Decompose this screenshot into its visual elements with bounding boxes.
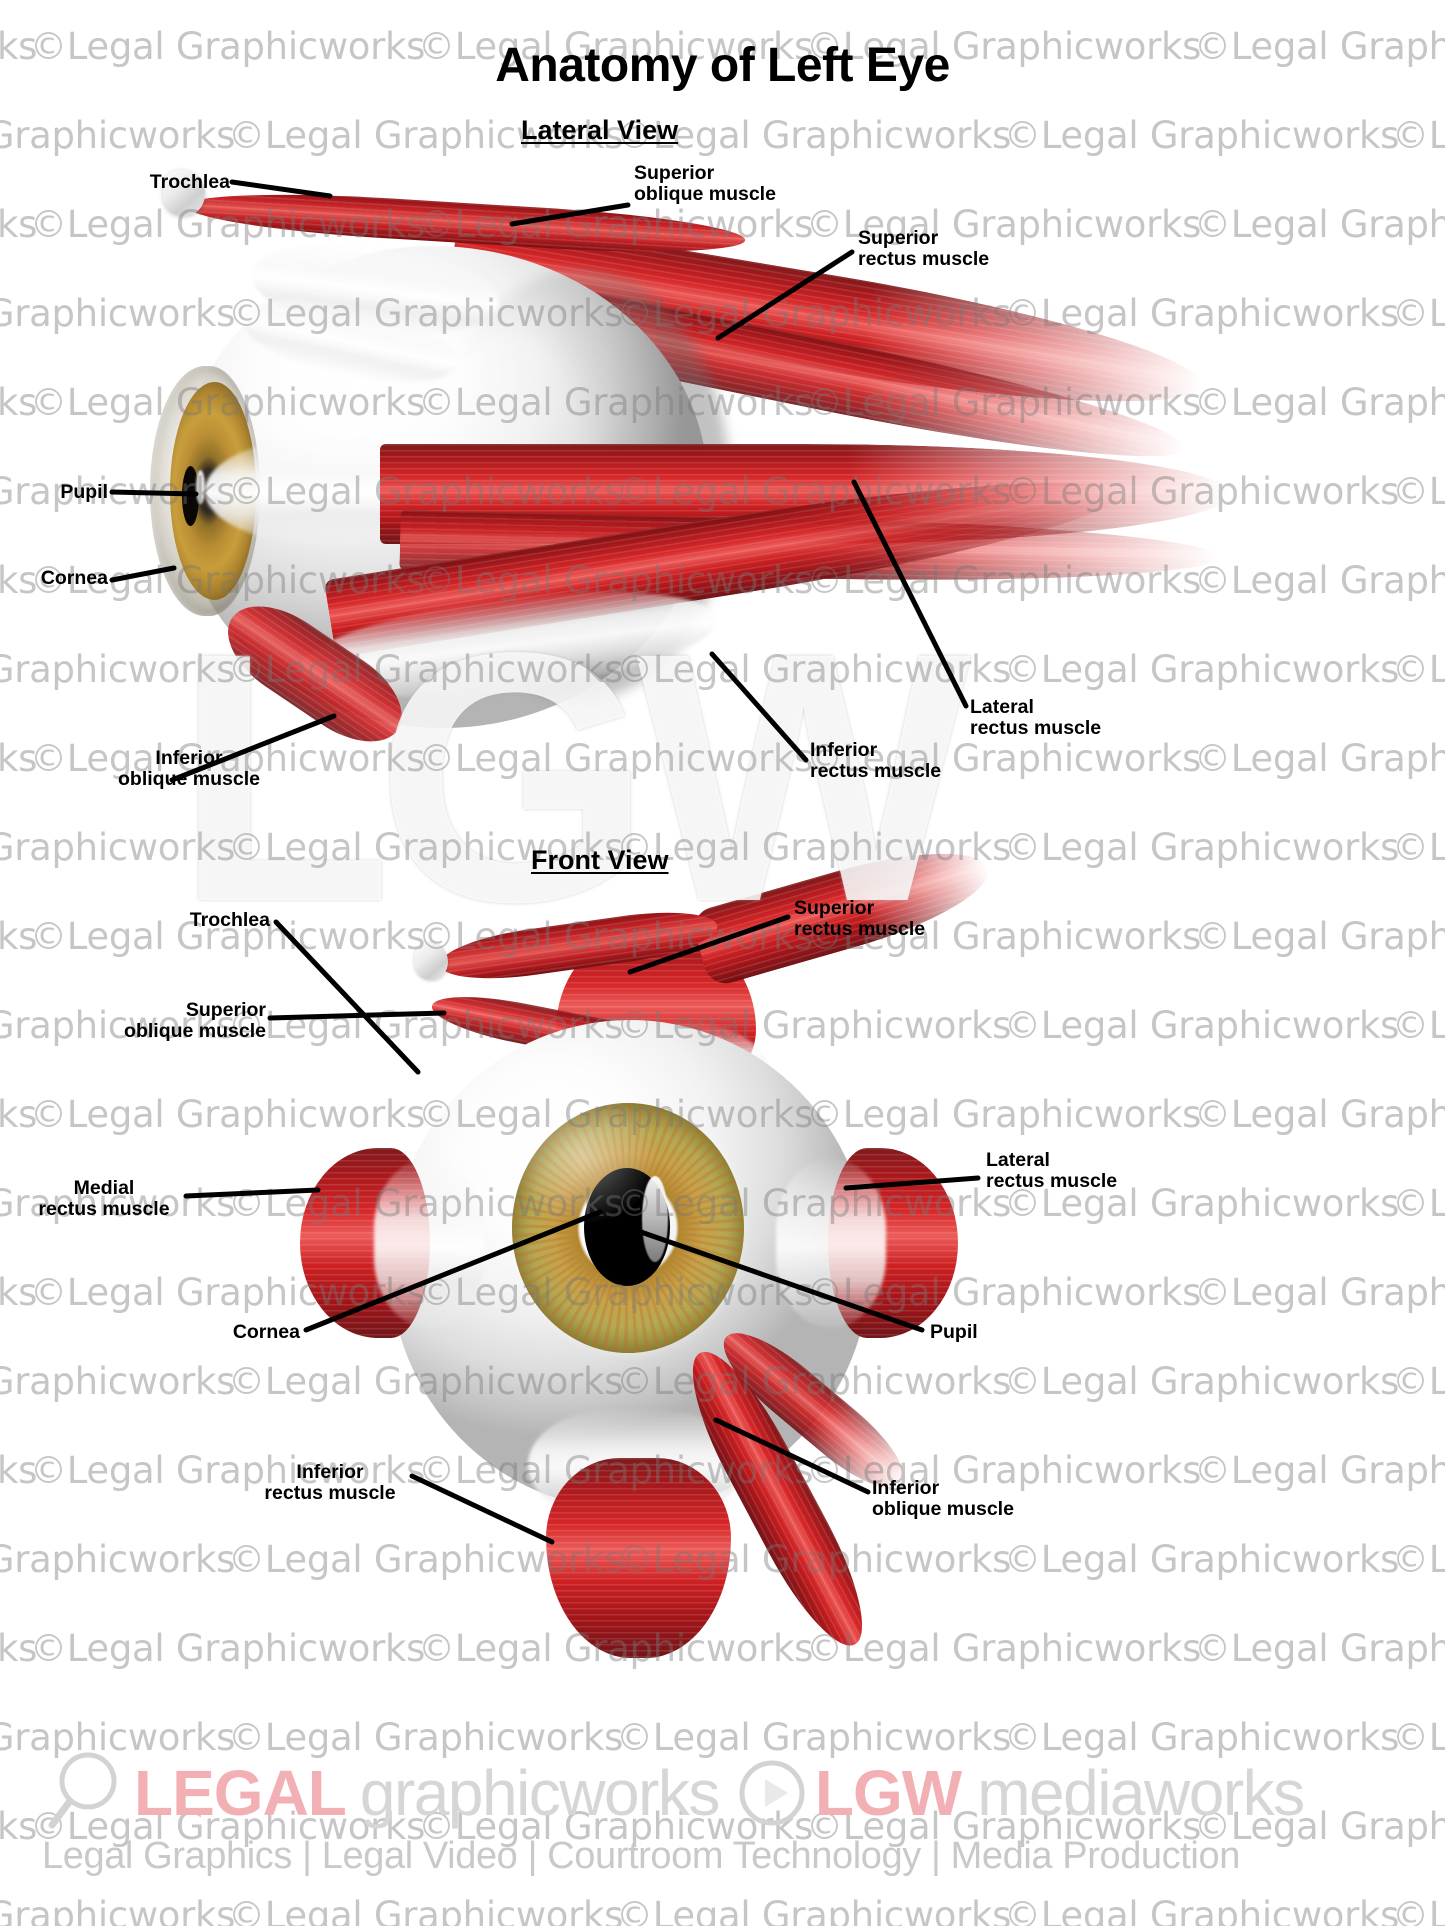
label-line: Inferior: [872, 1477, 940, 1499]
label-inferior-oblique-front: Inferior oblique muscle: [872, 1477, 1014, 1521]
label-line: oblique muscle: [872, 1498, 1014, 1521]
label-line: oblique muscle: [634, 183, 776, 206]
label-line: Superior: [858, 227, 939, 249]
label-lateral-rectus-front: Lateral rectus muscle: [986, 1149, 1118, 1193]
label-line: rectus muscle: [986, 1170, 1118, 1193]
label-line: Superior: [634, 162, 715, 184]
watermark-tile: ©Legal Graphicworks: [0, 1894, 236, 1926]
label-pupil-front: Pupil: [930, 1321, 978, 1343]
label-line: rectus muscle: [264, 1482, 396, 1505]
lateral-view-title: Lateral View: [521, 115, 679, 145]
label-line: Inferior: [155, 747, 223, 769]
corneal-highlight-front: [642, 1176, 668, 1262]
watermark-tile: ©Legal Graphicworks: [616, 1894, 1012, 1926]
watermark-tile: ©Legal Graphicworks: [1004, 1894, 1400, 1926]
label-cornea-front: Cornea: [130, 1321, 300, 1343]
label-line: Trochlea: [149, 171, 230, 193]
label-line: Pupil: [60, 481, 108, 503]
trochlea-front: [414, 942, 448, 980]
watermark-tile: ©Legal Graphicworks: [228, 1894, 624, 1926]
label-cornea-lateral: Cornea: [0, 567, 108, 589]
label-pupil-lateral: Pupil: [0, 481, 108, 503]
label-line: rectus muscle: [794, 918, 926, 941]
label-superior-rectus-lateral: Superior rectus muscle: [858, 227, 990, 271]
watermark-tile: ©Legal Graphicworks: [1004, 826, 1400, 869]
label-line: Trochlea: [189, 909, 270, 931]
front-view-title: Front View: [531, 845, 669, 875]
label-trochlea-lateral: Trochlea: [40, 171, 230, 193]
label-trochlea-front: Trochlea: [80, 909, 270, 931]
medial-rectus-tendon-front: [374, 1158, 484, 1328]
label-line: Inferior: [810, 739, 878, 761]
label-line: Inferior: [296, 1461, 364, 1483]
label-line: Cornea: [232, 1321, 300, 1343]
label-inferior-rectus-lateral: Inferior rectus muscle: [810, 739, 942, 783]
label-line: Cornea: [40, 567, 108, 589]
label-line: rectus muscle: [810, 760, 942, 783]
lateral-rectus-tendon-front: [776, 1158, 886, 1328]
label-medial-rectus-front: Medial rectus muscle: [22, 1177, 186, 1221]
label-superior-rectus-front: Superior rectus muscle: [794, 897, 926, 941]
watermark-tile: ©Legal Graphicworks: [0, 826, 236, 869]
label-line: oblique muscle: [118, 768, 260, 791]
watermark-tile: ©Legal Graphicworks: [1392, 826, 1445, 869]
label-line: rectus muscle: [38, 1198, 170, 1221]
corneal-highlight-lateral: [196, 470, 205, 504]
inferior-rectus-muscle-front: [546, 1458, 731, 1658]
label-superior-oblique-front: Superior oblique muscle: [50, 999, 266, 1043]
label-line: Lateral: [970, 696, 1034, 718]
lateral-view-illustration: [0, 150, 1445, 830]
page-title: Anatomy of Left Eye: [495, 39, 950, 92]
label-line: oblique muscle: [124, 1020, 266, 1043]
label-inferior-oblique-lateral: Inferior oblique muscle: [104, 747, 274, 791]
label-inferior-rectus-front: Inferior rectus muscle: [248, 1461, 412, 1505]
label-line: Superior: [185, 999, 266, 1021]
label-line: rectus muscle: [858, 248, 990, 271]
label-line: rectus muscle: [970, 717, 1102, 740]
label-line: Lateral: [986, 1149, 1050, 1171]
label-lateral-rectus-lateral: Lateral rectus muscle: [970, 696, 1102, 740]
label-line: Superior: [794, 897, 875, 919]
label-superior-oblique-lateral: Superior oblique muscle: [634, 162, 776, 206]
label-line: Pupil: [930, 1321, 978, 1343]
label-line: Medial: [73, 1177, 135, 1199]
watermark-tile: ©Legal Graphicworks: [1392, 1894, 1445, 1926]
trochlea-lateral: [163, 170, 205, 216]
